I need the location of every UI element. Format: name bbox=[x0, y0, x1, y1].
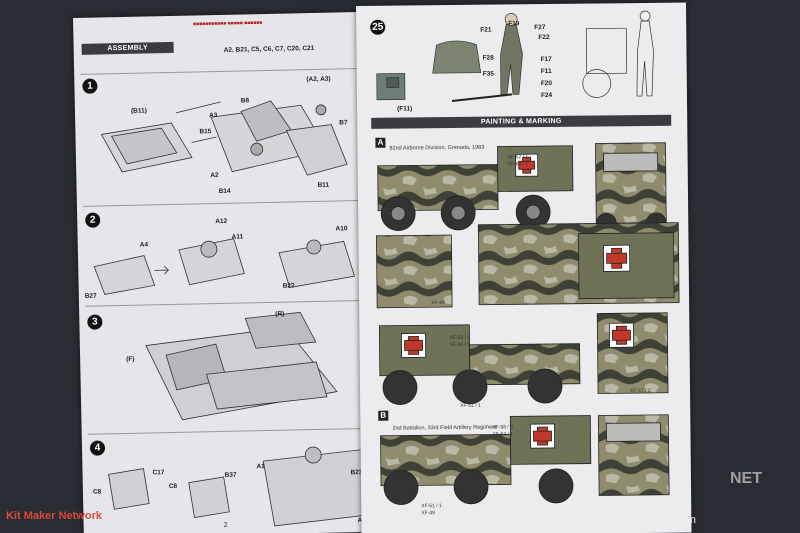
paint-code-a2: XF-64 / 1 bbox=[507, 161, 529, 168]
vehicles-drawing bbox=[376, 142, 680, 505]
paint-code-a8: XF-64 / 1 bbox=[449, 341, 471, 349]
label-c17: C17 bbox=[152, 469, 165, 477]
label-f24: F24 bbox=[540, 91, 553, 100]
label-rear: (R) bbox=[275, 310, 285, 318]
label-front: (F) bbox=[126, 355, 135, 363]
paint-code-a6: XF-65 bbox=[648, 212, 662, 219]
step-4: 4 C17 C8 C8 B37 A1 B23 A1 bbox=[87, 427, 380, 533]
left-page: ASSEMBLY ■■■■■■■■■■■ ■■■■■ ■■■■■■ A2, B2… bbox=[73, 11, 386, 533]
url-watermark: https://www.militarymodel.com bbox=[548, 514, 696, 526]
paint-code-b1: XF-58 / 3 bbox=[492, 424, 514, 431]
label-f20: F20 bbox=[540, 79, 553, 88]
label-c8: C8 bbox=[168, 482, 178, 491]
paint-code-a3: XF-49 bbox=[431, 300, 445, 307]
japanese-note: ■■■■■■■■■■■ ■■■■■ ■■■■■■ bbox=[193, 20, 263, 28]
label-b22: B22 bbox=[282, 282, 295, 290]
label-a10: A10 bbox=[335, 225, 348, 233]
paint-code-b3: XF-51 / 1 bbox=[421, 503, 442, 510]
step-2-drawing bbox=[93, 238, 355, 295]
assembly-header: ASSEMBLY bbox=[81, 41, 174, 55]
label-a4: A4 bbox=[139, 241, 149, 249]
section-b-letter: B bbox=[378, 410, 389, 421]
label-f19: F19 bbox=[508, 20, 520, 28]
label-b8: B8 bbox=[240, 97, 250, 105]
paint-code-a5: XF-57 / 2 bbox=[630, 387, 651, 395]
paint-code-a4: XF-51 / 1 bbox=[460, 402, 481, 409]
label-a2-a3: (A2, A3) bbox=[306, 75, 331, 84]
step-1-drawing bbox=[100, 100, 348, 176]
label-f11-paren: (F11) bbox=[397, 105, 413, 113]
kitmaker-watermark: Kit Maker Network bbox=[6, 510, 102, 522]
step-3: 3 (F) (R) bbox=[85, 299, 378, 433]
paint-code-a7: XF-58 / 1 bbox=[449, 334, 471, 342]
paint-code-a1: XF-52 / 1 bbox=[507, 154, 529, 161]
step-3-drawing bbox=[145, 311, 338, 421]
label-f17: F17 bbox=[540, 55, 552, 64]
label-b11: B11 bbox=[317, 181, 330, 189]
label-a2: A2 bbox=[210, 171, 219, 180]
label-b37: B37 bbox=[224, 471, 237, 479]
label-b14: B14 bbox=[218, 187, 231, 195]
label-b15: B15 bbox=[199, 128, 212, 136]
page-number: 2 bbox=[223, 521, 228, 529]
label-b11-paren: (B11) bbox=[130, 107, 147, 115]
step-2: 2 A4 A12 A11 B27 B22 A10 bbox=[82, 199, 375, 305]
part-codes: A2, B21, C5, C6, C7, C20, C21 bbox=[223, 44, 315, 54]
label-a12: A12 bbox=[215, 217, 228, 226]
label-c8-left: C8 bbox=[92, 488, 102, 496]
label-f28: F28 bbox=[482, 54, 494, 62]
label-a11: A11 bbox=[231, 233, 244, 241]
label-a1: A1 bbox=[256, 463, 265, 471]
label-f22: F22 bbox=[538, 33, 550, 42]
right-page: 25 F21 F19 F27 F22 F28 F35 F17 F11 F20 F… bbox=[356, 2, 692, 533]
label-b27: B27 bbox=[84, 292, 97, 300]
label-a3: A3 bbox=[209, 111, 218, 120]
label-f11: F11 bbox=[540, 67, 552, 76]
figures-drawing bbox=[376, 10, 654, 102]
net-logo-watermark: NET bbox=[730, 470, 762, 487]
label-f35: F35 bbox=[482, 70, 494, 78]
paint-code-b4: XF-49 bbox=[421, 510, 435, 517]
step-1: 1 (B11) A3 B8 B15 A2 B14 B1 bbox=[80, 67, 373, 205]
paint-code-b2: XF-64 / 1 bbox=[492, 431, 514, 438]
label-b7: B7 bbox=[339, 119, 348, 127]
label-f27: F27 bbox=[534, 24, 546, 32]
step-4-drawing bbox=[108, 446, 380, 527]
label-f21: F21 bbox=[480, 26, 492, 34]
